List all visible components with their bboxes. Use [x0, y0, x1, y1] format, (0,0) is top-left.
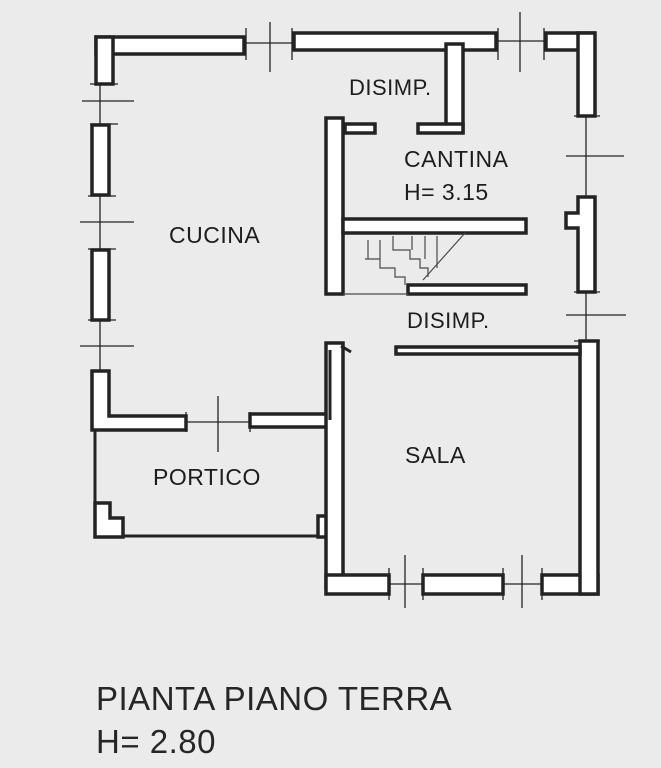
- wall-left-2: [90, 123, 111, 197]
- wall-sala-window-bottom: [421, 573, 505, 596]
- wall-stair-bottom: [406, 283, 528, 296]
- stair: [343, 232, 466, 295]
- wall-line-door-cucina: [340, 344, 352, 354]
- wall-disimp-stub-right: [416, 122, 465, 135]
- walls: [90, 31, 600, 596]
- plan-height: H= 2.80: [96, 723, 216, 760]
- wall-sala-top: [394, 345, 582, 356]
- room-label-cantina: CANTINA: [404, 146, 509, 172]
- room-label-cucina: CUCINA: [169, 222, 261, 248]
- wall-cantina-bottom: [341, 217, 528, 235]
- wall-top-middle: [292, 31, 498, 52]
- room-label-disimp-bottom: DISIMP.: [407, 308, 490, 333]
- room-label-disimp-top: DISIMP.: [349, 75, 432, 100]
- wall-right-upper: [576, 31, 597, 118]
- wall-cucina-bottom-left: [90, 369, 188, 432]
- wall-right-stub: [564, 195, 597, 294]
- portico-pillar: [93, 501, 125, 539]
- wall-left-1: [94, 35, 115, 86]
- wall-top-left: [94, 35, 246, 56]
- wall-lines: [93, 344, 352, 538]
- wall-left-3: [90, 248, 111, 322]
- wall-disimp-vertical: [444, 42, 465, 134]
- wall-sala-bottom-left: [324, 573, 391, 596]
- wall-core-vertical: [324, 116, 345, 296]
- plan-title: PIANTA PIANO TERRA: [96, 680, 453, 717]
- room-height-cantina: H= 3.15: [404, 179, 489, 205]
- room-label-portico: PORTICO: [153, 464, 261, 490]
- wall-disimp-stub-left: [343, 122, 377, 135]
- stair-steps-2: [392, 236, 429, 277]
- wall-sala-right: [578, 339, 600, 596]
- window-ticks: [80, 12, 626, 608]
- room-label-sala: SALA: [405, 442, 466, 468]
- stair-steps: [365, 258, 406, 285]
- stair-arrow: [422, 232, 466, 281]
- wall-cucina-bottom-right: [248, 412, 332, 429]
